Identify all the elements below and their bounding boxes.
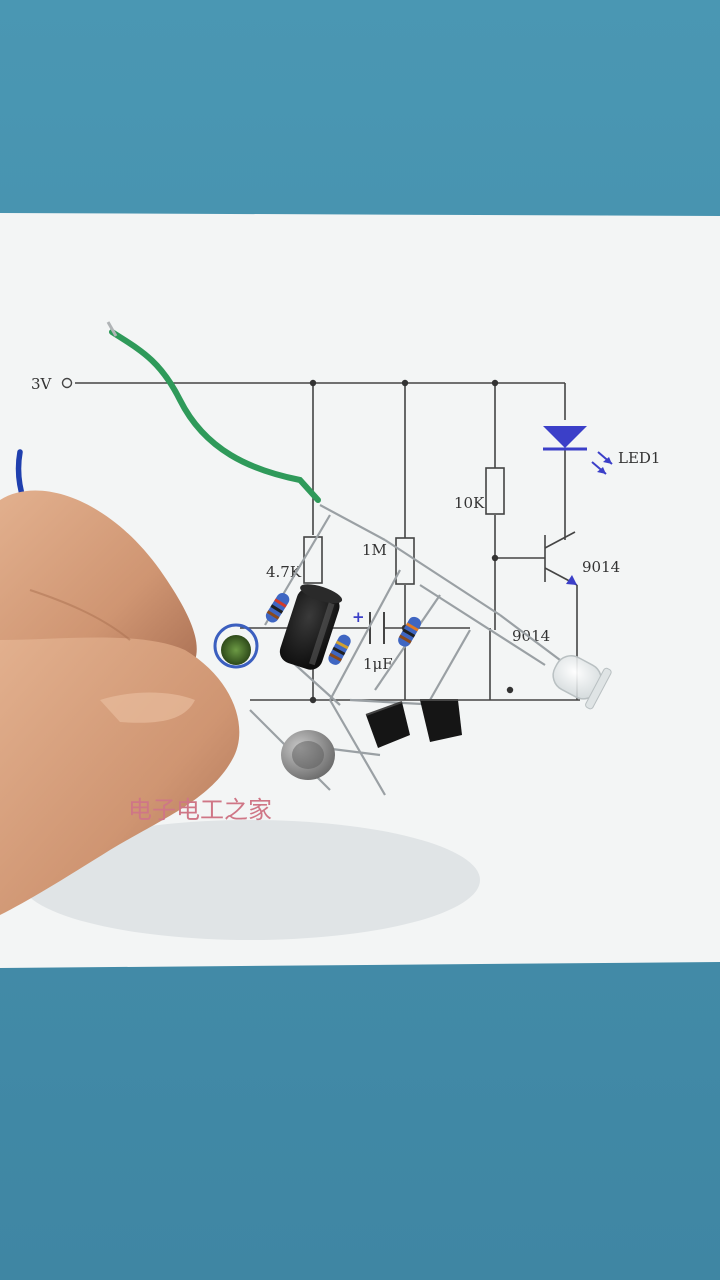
resistor-label-r3: 10K bbox=[454, 494, 485, 512]
electrolytic-capacitor bbox=[279, 584, 343, 670]
metal-can-component bbox=[281, 730, 335, 780]
microphone-component bbox=[213, 623, 259, 669]
transistor-label-q2: 9014 bbox=[512, 627, 550, 645]
watermark-text: 电子电工之家 bbox=[128, 796, 272, 824]
physical-resistor-1 bbox=[265, 592, 290, 623]
schematic-wires bbox=[75, 382, 580, 701]
capacitor-polarity-label: + bbox=[352, 608, 365, 626]
resistor-symbol-r2 bbox=[395, 537, 415, 585]
physical-transistor-1 bbox=[365, 701, 410, 748]
schematic-junctions bbox=[309, 379, 514, 704]
hand-shadow bbox=[20, 820, 480, 940]
transistor-label-q1: 9014 bbox=[582, 558, 620, 576]
supply-terminal bbox=[61, 377, 73, 389]
physical-resistor-3 bbox=[398, 616, 421, 647]
led-symbol bbox=[543, 426, 613, 475]
resistor-symbol-r3 bbox=[485, 467, 505, 515]
resistor-label-r2: 1M bbox=[362, 541, 387, 559]
physical-transistor-2 bbox=[420, 699, 462, 742]
supply-label: 3V bbox=[31, 375, 53, 393]
physical-led bbox=[552, 655, 612, 710]
transistor-arrow bbox=[566, 575, 577, 585]
physical-resistor-2 bbox=[328, 634, 351, 665]
capacitor-label: 1μF bbox=[363, 655, 393, 673]
green-wire-tip bbox=[106, 321, 118, 337]
hand bbox=[0, 490, 240, 915]
led-label: LED1 bbox=[618, 449, 660, 467]
green-wire bbox=[109, 329, 321, 503]
